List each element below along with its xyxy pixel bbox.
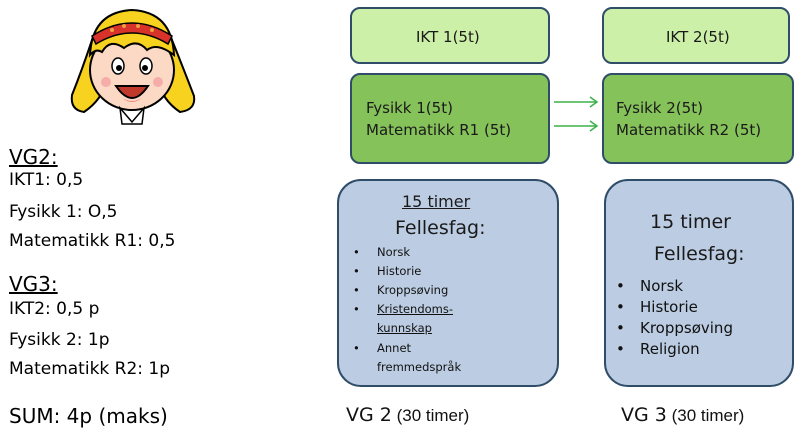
vg2-item-annet: Annet [347,341,461,360]
vg2-matematikk-label: Matematikk R1 (5t) [366,121,512,139]
vg2-line-fysikk1: Fysikk 1: O,5 [9,202,118,222]
vg3-fysikk-matematikk-box: Fysikk 2(5t) Matematikk R2 (5t) [602,73,794,164]
cartoon-girl-illustration [70,8,196,125]
vg3-bottom-main: VG 3 [621,404,667,426]
vg3-line-fysikk2: Fysikk 2: 1p [9,330,110,350]
vg2-fellesfag-label: Fellesfag: [395,217,486,239]
vg2-fellesfag-box: 15 timer Fellesfag: Norsk Historie Kropp… [337,179,559,387]
progression-arrows [554,96,599,132]
vg3-ikt-label: IKT 2(5t) [666,28,730,46]
vg2-item-kunnskap: kunnskap [377,321,432,335]
vg2-bottom-sub: (30 timer) [391,406,470,425]
vg2-ikt-label: IKT 1(5t) [416,28,480,46]
vg3-item-religion: Religion [610,340,733,361]
vg3-fellesfag-box: 15 timer Fellesfag: Norsk Historie Kropp… [604,179,794,387]
vg2-item-kroppsoving: Kroppsøving [347,283,461,302]
vg2-item-kristendoms: Kristendoms- [347,302,461,321]
vg2-bottom-label: VG 2 (30 timer) [346,404,469,426]
vg3-item-historie: Historie [610,298,733,319]
vg3-bottom-label: VG 3 (30 timer) [621,404,744,426]
vg3-line-matematikk-r2: Matematikk R2: 1p [9,359,171,379]
vg2-item-historie: Historie [347,264,461,283]
vg3-item-norsk: Norsk [610,277,733,298]
vg3-fysikk-label: Fysikk 2(5t) [616,99,703,117]
sum-total: SUM: 4p (maks) [9,404,168,428]
vg2-line-matematikk-r1: Matematikk R1: 0,5 [9,231,176,251]
vg3-fellesfag-label: Fellesfag: [654,243,745,265]
vg2-bottom-main: VG 2 [346,404,392,426]
vg2-heading: VG2: [9,145,58,169]
vg3-heading: VG3: [9,272,58,296]
vg2-timer-label: 15 timer [402,192,471,211]
vg3-item-kroppsoving: Kroppsøving [610,319,733,340]
vg3-timer-label: 15 timer [650,211,731,233]
vg3-matematikk-label: Matematikk R2 (5t) [616,121,762,139]
vg3-fellesfag-list: Norsk Historie Kroppsøving Religion [610,277,733,361]
vg2-ikt-box: IKT 1(5t) [350,7,550,64]
vg2-fysikk-matematikk-box: Fysikk 1(5t) Matematikk R1 (5t) [350,73,550,164]
vg2-line-ikt1: IKT1: 0,5 [9,170,84,190]
vg2-item-fremmedsprak: fremmedspråk [377,360,462,374]
vg3-ikt-box: IKT 2(5t) [602,7,790,64]
vg3-line-ikt2: IKT2: 0,5 p [9,299,100,319]
vg2-fysikk-label: Fysikk 1(5t) [366,99,453,117]
vg2-item-norsk: Norsk [347,245,461,264]
vg2-fellesfag-list: Norsk Historie Kroppsøving Kristendoms- … [347,245,461,379]
vg3-bottom-sub: (30 timer) [666,406,745,425]
